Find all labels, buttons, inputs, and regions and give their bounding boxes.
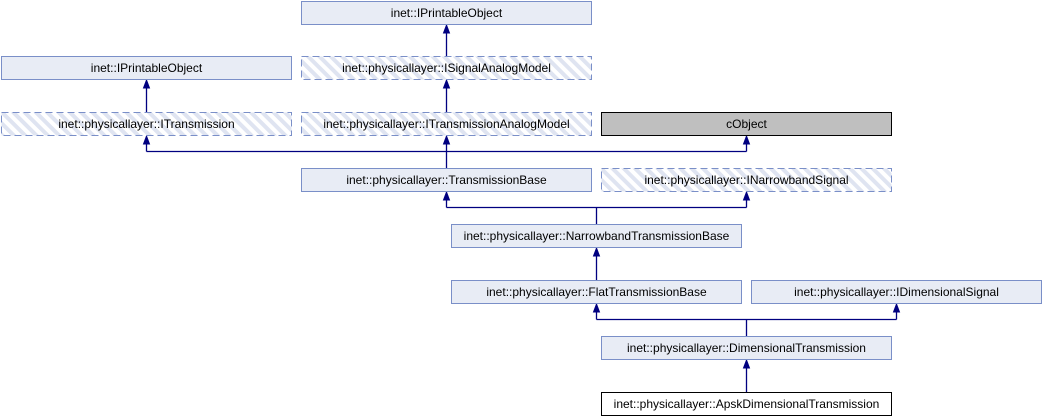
class-node-itransmissionanalogmodel[interactable]: inet::physicallayer::ITransmissionAnalog… bbox=[301, 112, 592, 136]
class-box bbox=[751, 280, 1042, 304]
inheritance-edge-isignalanalogmodel bbox=[442, 23, 451, 56]
class-label: inet::physicallayer::ITransmission bbox=[58, 117, 234, 131]
arrowhead-icon bbox=[442, 78, 451, 89]
class-node-flattransmissionbase[interactable]: inet::physicallayer::FlatTransmissionBas… bbox=[451, 280, 742, 304]
class-label: inet::physicallayer::FlatTransmissionBas… bbox=[486, 285, 707, 299]
class-box bbox=[601, 336, 892, 360]
arrowhead-icon bbox=[592, 246, 601, 257]
class-label: inet::physicallayer::NarrowbandTransmiss… bbox=[464, 229, 730, 243]
class-node-itransmission[interactable]: inet::physicallayer::ITransmission bbox=[1, 112, 292, 136]
class-box bbox=[301, 56, 592, 80]
arrowhead-icon bbox=[442, 190, 451, 201]
arrowhead-icon bbox=[892, 302, 901, 313]
class-box bbox=[301, 168, 592, 192]
arrowhead-icon bbox=[142, 78, 151, 89]
class-box bbox=[301, 112, 592, 136]
class-node-isignalanalogmodel[interactable]: inet::physicallayer::ISignalAnalogModel bbox=[301, 56, 592, 80]
class-label: inet::physicallayer::ApskDimensionalTran… bbox=[614, 397, 880, 411]
class-label: cObject bbox=[726, 117, 767, 131]
class-label: inet::IPrintableObject bbox=[391, 6, 503, 20]
class-node-dimensionaltransmission[interactable]: inet::physicallayer::DimensionalTransmis… bbox=[601, 336, 892, 360]
class-label: inet::physicallayer::INarrowbandSignal bbox=[644, 173, 848, 187]
edges-layer bbox=[142, 23, 901, 392]
class-node-inarrowbandsignal[interactable]: inet::physicallayer::INarrowbandSignal bbox=[601, 168, 892, 192]
class-label: inet::physicallayer::IDimensionalSignal bbox=[794, 285, 999, 299]
class-node-idimensionalsignal[interactable]: inet::physicallayer::IDimensionalSignal bbox=[751, 280, 1042, 304]
inheritance-edge-itransmissionanalogmodel bbox=[442, 78, 451, 112]
class-box bbox=[601, 112, 892, 136]
class-box bbox=[451, 224, 742, 248]
class-box bbox=[301, 1, 592, 25]
class-label: inet::physicallayer::TransmissionBase bbox=[346, 173, 547, 187]
class-label: inet::IPrintableObject bbox=[91, 61, 203, 75]
arrowhead-icon bbox=[742, 358, 751, 369]
class-node-narrowbandtransmissionbase[interactable]: inet::physicallayer::NarrowbandTransmiss… bbox=[451, 224, 742, 248]
class-node-transmissionbase[interactable]: inet::physicallayer::TransmissionBase bbox=[301, 168, 592, 192]
arrowhead-icon bbox=[742, 134, 751, 145]
class-label: inet::physicallayer::DimensionalTransmis… bbox=[627, 341, 866, 355]
class-node-iprintable_left[interactable]: inet::IPrintableObject bbox=[1, 56, 292, 80]
inheritance-edge-transmissionbase bbox=[142, 134, 751, 168]
arrowhead-icon bbox=[142, 134, 151, 145]
class-box bbox=[1, 56, 292, 80]
inheritance-edge-apskdimensionaltransmission bbox=[742, 358, 751, 392]
inheritance-edge-dimensionaltransmission bbox=[592, 302, 901, 336]
class-label: inet::physicallayer::ITransmissionAnalog… bbox=[323, 117, 569, 131]
class-box bbox=[1, 112, 292, 136]
arrowhead-icon bbox=[442, 134, 451, 145]
inheritance-edge-itransmission bbox=[142, 78, 151, 112]
class-box bbox=[451, 280, 742, 304]
class-node-cobject[interactable]: cObject bbox=[601, 112, 892, 136]
class-box bbox=[601, 168, 892, 192]
arrowhead-icon bbox=[592, 302, 601, 313]
class-node-iprintable_top[interactable]: inet::IPrintableObject bbox=[301, 1, 592, 25]
inheritance-edge-flattransmissionbase bbox=[592, 246, 601, 280]
arrowhead-icon bbox=[442, 23, 451, 34]
inheritance-edge-narrowbandtransmissionbase bbox=[442, 190, 751, 224]
class-label: inet::physicallayer::ISignalAnalogModel bbox=[342, 61, 551, 75]
arrowhead-icon bbox=[742, 190, 751, 201]
class-node-apskdimensionaltransmission[interactable]: inet::physicallayer::ApskDimensionalTran… bbox=[601, 392, 892, 416]
